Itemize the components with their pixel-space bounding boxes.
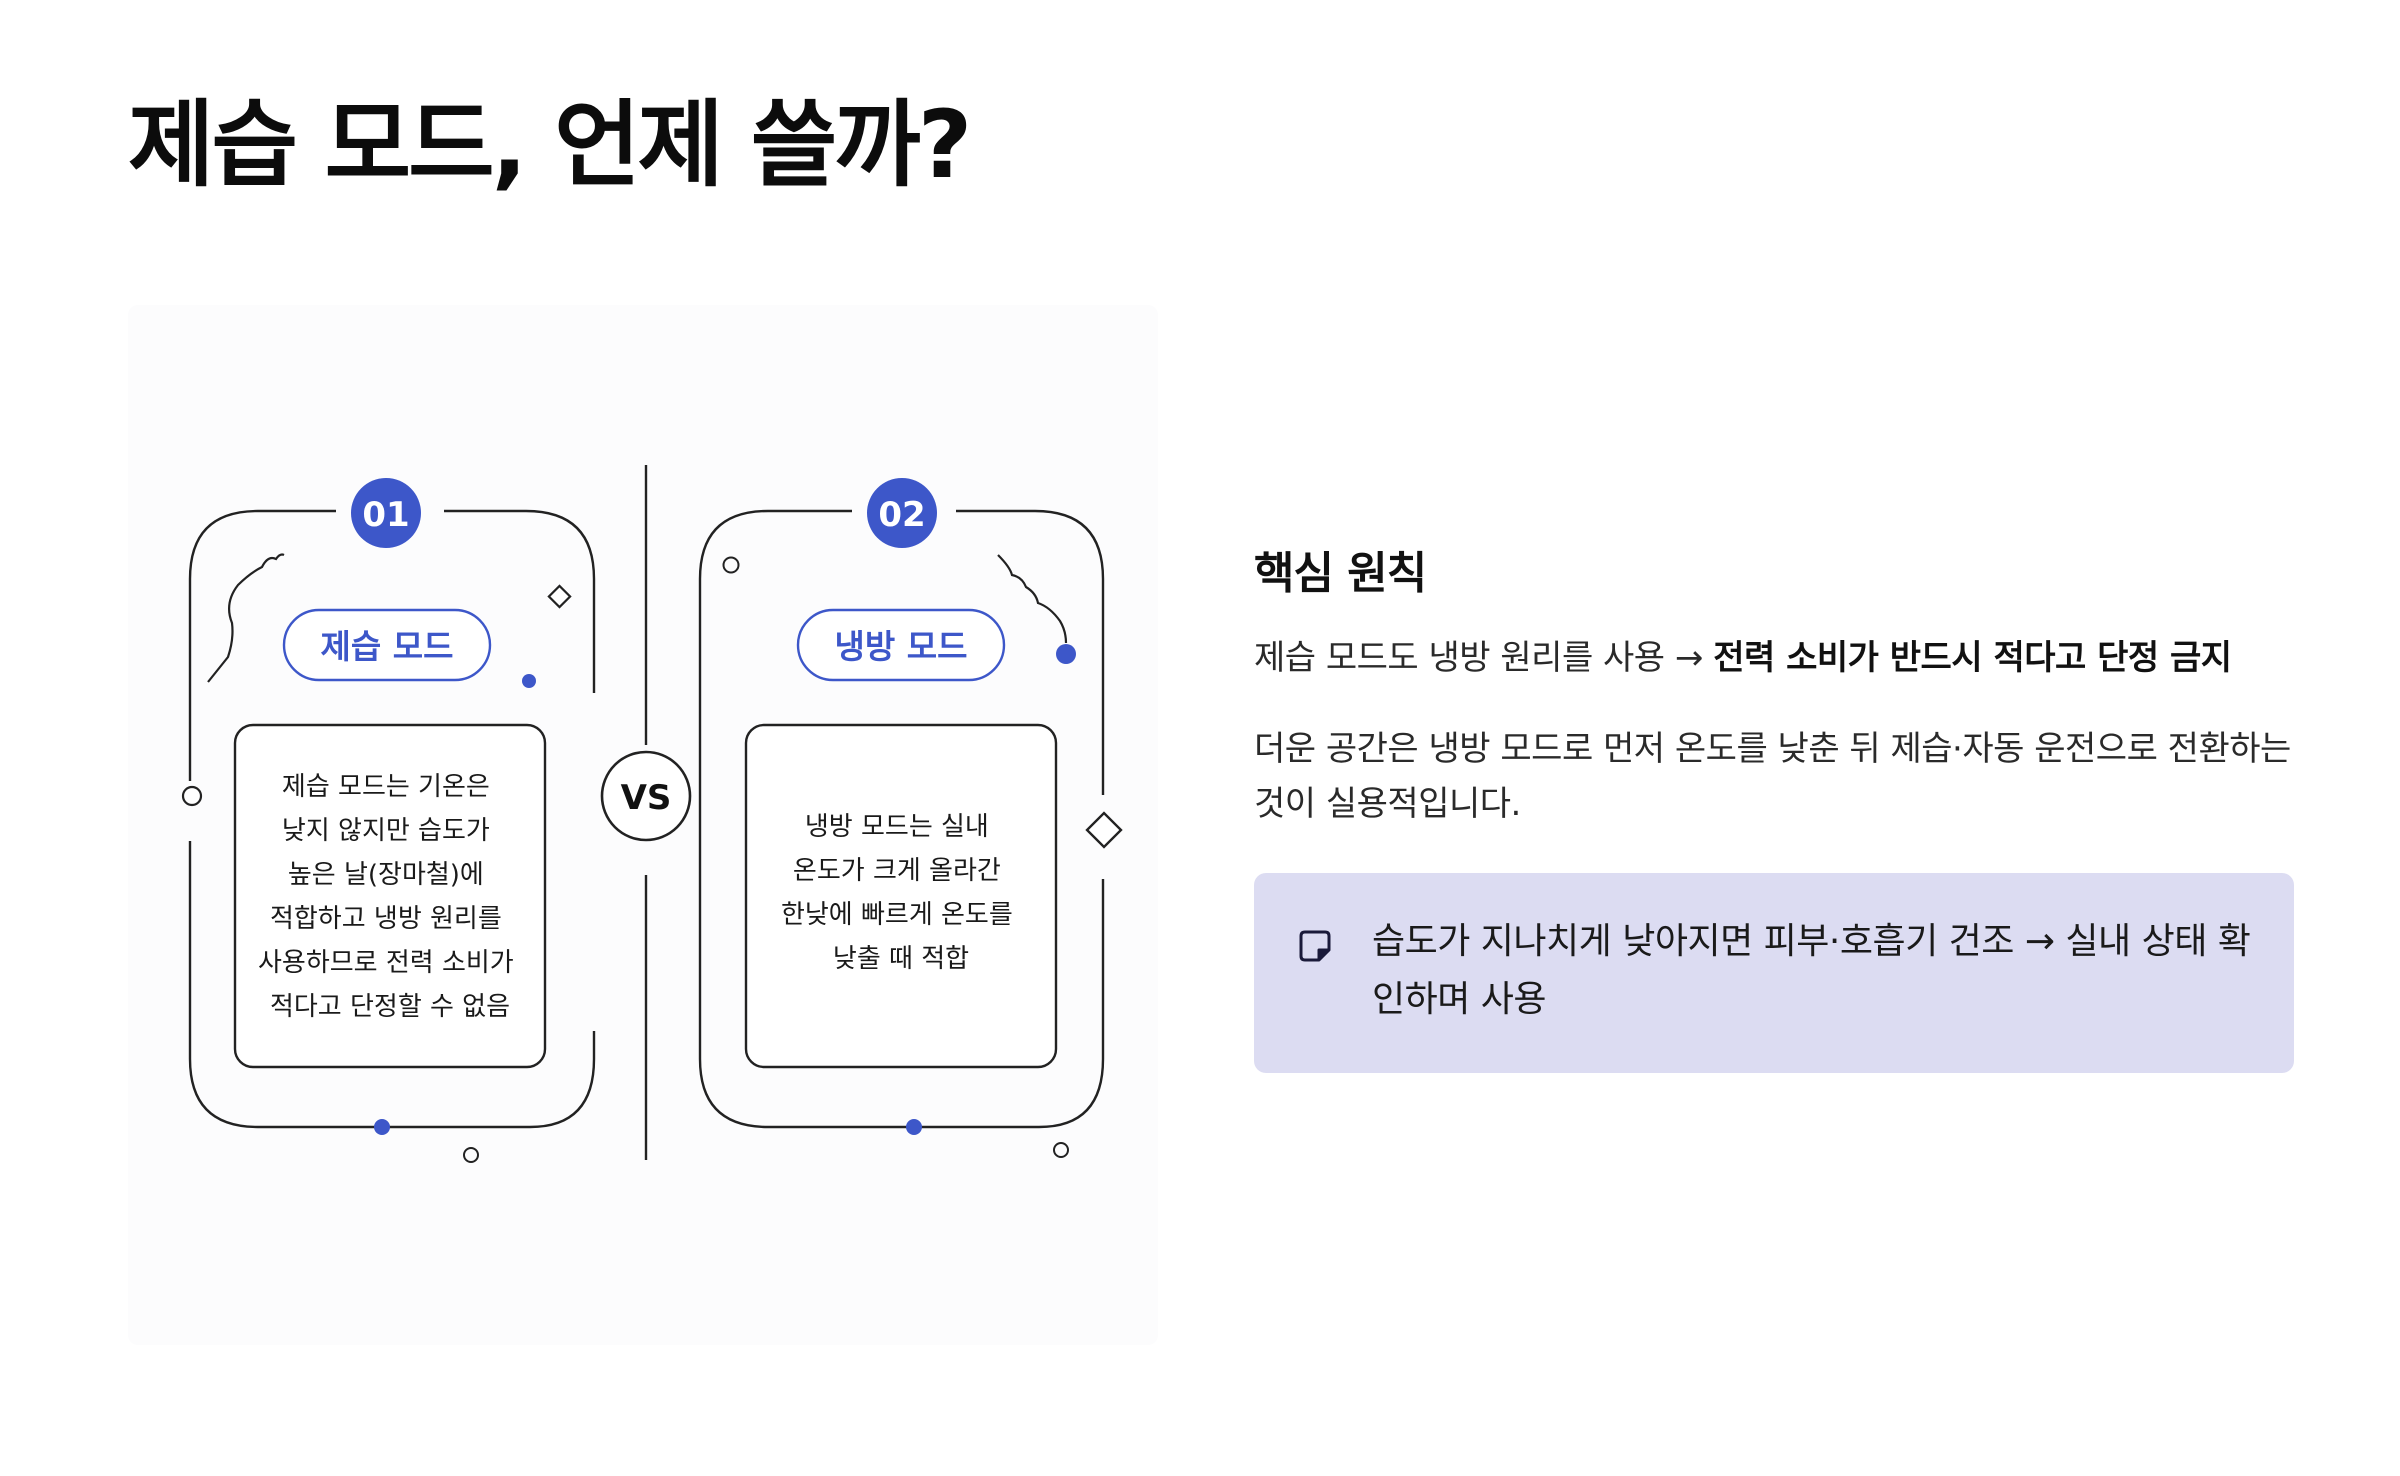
section-heading: 핵심 원칙 [1254, 548, 1427, 599]
accent-dot [522, 674, 536, 688]
decorative-ring [722, 556, 740, 574]
card1-line: 낮지 않지만 습도가 [282, 816, 490, 846]
card2-line: 낮출 때 적합 [833, 944, 969, 974]
callout-text: 습도가 지나치게 낮아지면 피부·호흡기 건조 → 실내 상태 확인하며 사용 [1372, 921, 2251, 1020]
card2-frame [698, 509, 1105, 1129]
accent-dot [374, 1119, 390, 1135]
decorative-ring [181, 785, 203, 807]
card1-text-box [233, 723, 547, 1069]
card1-line: 제습 모드는 기온은 [282, 772, 490, 802]
card2-label: 냉방 모드 [835, 627, 968, 666]
card1-number: 01 [362, 495, 409, 535]
card1-line: 높은 날(장마철)에 [288, 860, 484, 890]
callout-box: 습도가 지나치게 낮아지면 피부·호흡기 건조 → 실내 상태 확인하며 사용 [1254, 873, 2294, 1074]
card1-line: 적합하고 냉방 원리를 [270, 904, 502, 934]
comparison-diagram: 제습 모드 냉방 모드 01 02 VS 제습 모드는 기온은 낮지 않지만 습… [128, 305, 1158, 1345]
decorative-ring [463, 1147, 479, 1163]
decorative-diamond [547, 584, 572, 609]
vs-label: VS [621, 778, 672, 818]
card2-number-badge [867, 478, 937, 548]
card2-line: 한낮에 빠르게 온도를 [781, 900, 1013, 930]
accent-dot [1056, 644, 1076, 664]
principle-text: 제습 모드도 냉방 원리를 사용 → [1254, 637, 1714, 678]
card1-number-badge [351, 478, 421, 548]
page-title: 제습 모드, 언제 쓸까? [128, 91, 972, 200]
principle-emphasis: 전력 소비가 반드시 적다고 단정 금지 [1713, 637, 2232, 678]
card2-label-pill [796, 608, 1006, 682]
accent-dot [906, 1119, 922, 1135]
card1-line: 적다고 단정할 수 없음 [270, 992, 510, 1022]
card1-label-pill [282, 608, 492, 682]
note-icon [1299, 930, 1331, 962]
card2-text-box [744, 723, 1058, 1069]
vs-circle [600, 750, 692, 842]
card1-frame [188, 509, 596, 1129]
decorative-squiggle [997, 554, 1068, 644]
card1-description: 제습 모드는 기온은 낮지 않지만 습도가 높은 날(장마철)에 적합하고 냉방… [258, 772, 522, 1022]
decorative-diamond [1085, 811, 1123, 849]
card1-label: 제습 모드 [321, 627, 454, 666]
decorative-squiggle [207, 553, 285, 683]
card2-number: 02 [878, 495, 925, 535]
decorative-ring [1053, 1142, 1069, 1158]
principles-section: 핵심 원칙 제습 모드도 냉방 원리를 사용 → 전력 소비가 반드시 적다고 … [1254, 548, 2294, 1074]
principle-line: 제습 모드도 냉방 원리를 사용 → 전력 소비가 반드시 적다고 단정 금지 [1254, 635, 2294, 683]
principle-paragraph: 더운 공간은 냉방 모드로 먼저 온도를 낮춘 뒤 제습·자동 운전으로 전환하… [1254, 729, 2291, 824]
card2-line: 냉방 모드는 실내 [805, 812, 989, 842]
card2-line: 온도가 크게 올라간 [793, 856, 1001, 886]
card1-line: 사용하므로 전력 소비가 [258, 948, 514, 978]
card2-description: 냉방 모드는 실내 온도가 크게 올라간 한낮에 빠르게 온도를 낮출 때 적합 [781, 812, 1021, 974]
